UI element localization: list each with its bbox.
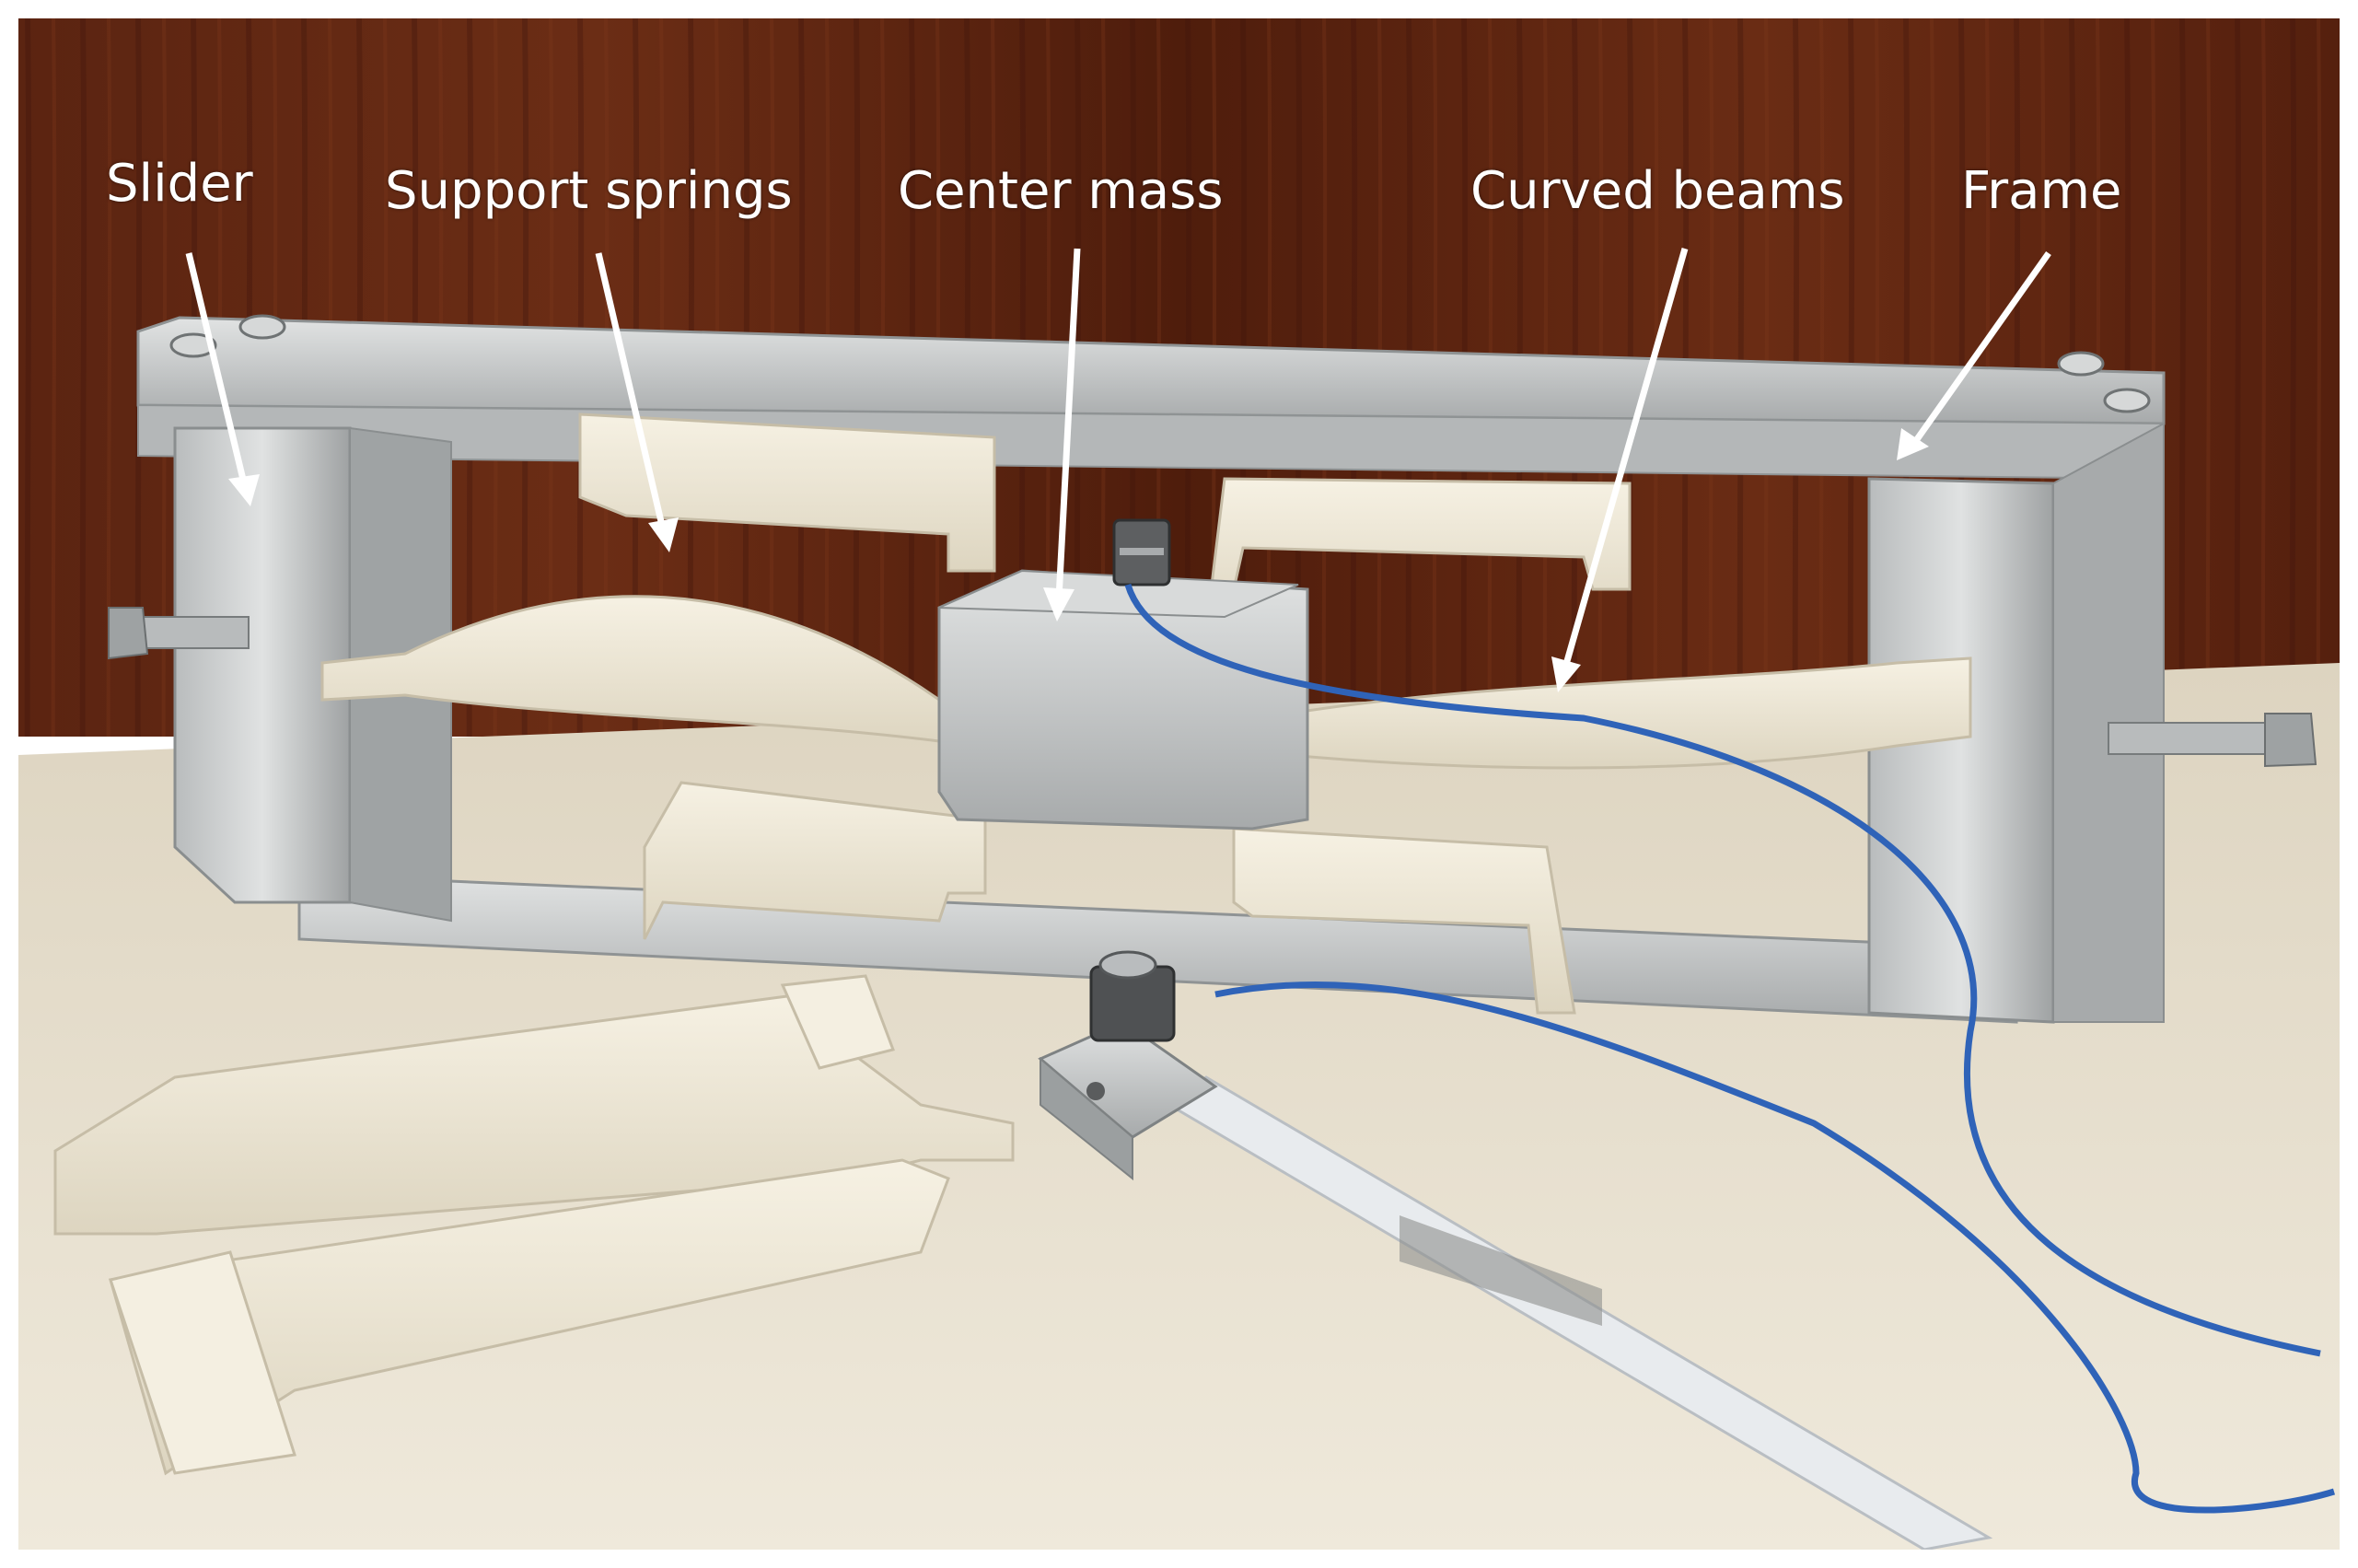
experimental-setup-photo [18, 18, 2340, 1550]
label-support-springs: Support springs [385, 161, 793, 221]
left-threaded-rod [108, 607, 250, 660]
support-spring-upper-left [578, 412, 996, 573]
label-center-mass: Center mass [898, 161, 1224, 221]
label-frame: Frame [1961, 161, 2122, 221]
annotation-arrows [185, 248, 2051, 692]
spare-curved-beam-2 [109, 1158, 950, 1476]
label-curved-beams: Curved beams [1470, 161, 1845, 221]
center-mass-block [937, 569, 1309, 830]
accelerometer-sensor-top [1112, 518, 1171, 587]
bolt-icon [169, 314, 2151, 413]
spare-curved-beam-1 [53, 974, 1015, 1236]
curved-beam-right [1204, 656, 1972, 770]
support-spring-lower-left [643, 781, 987, 940]
support-spring-lower-right [1232, 827, 1576, 1015]
right-threaded-rod [2108, 713, 2317, 768]
label-slider: Slider [106, 154, 253, 214]
sensor-cable [1124, 584, 2336, 1514]
impact-hammer [1038, 950, 1993, 1550]
